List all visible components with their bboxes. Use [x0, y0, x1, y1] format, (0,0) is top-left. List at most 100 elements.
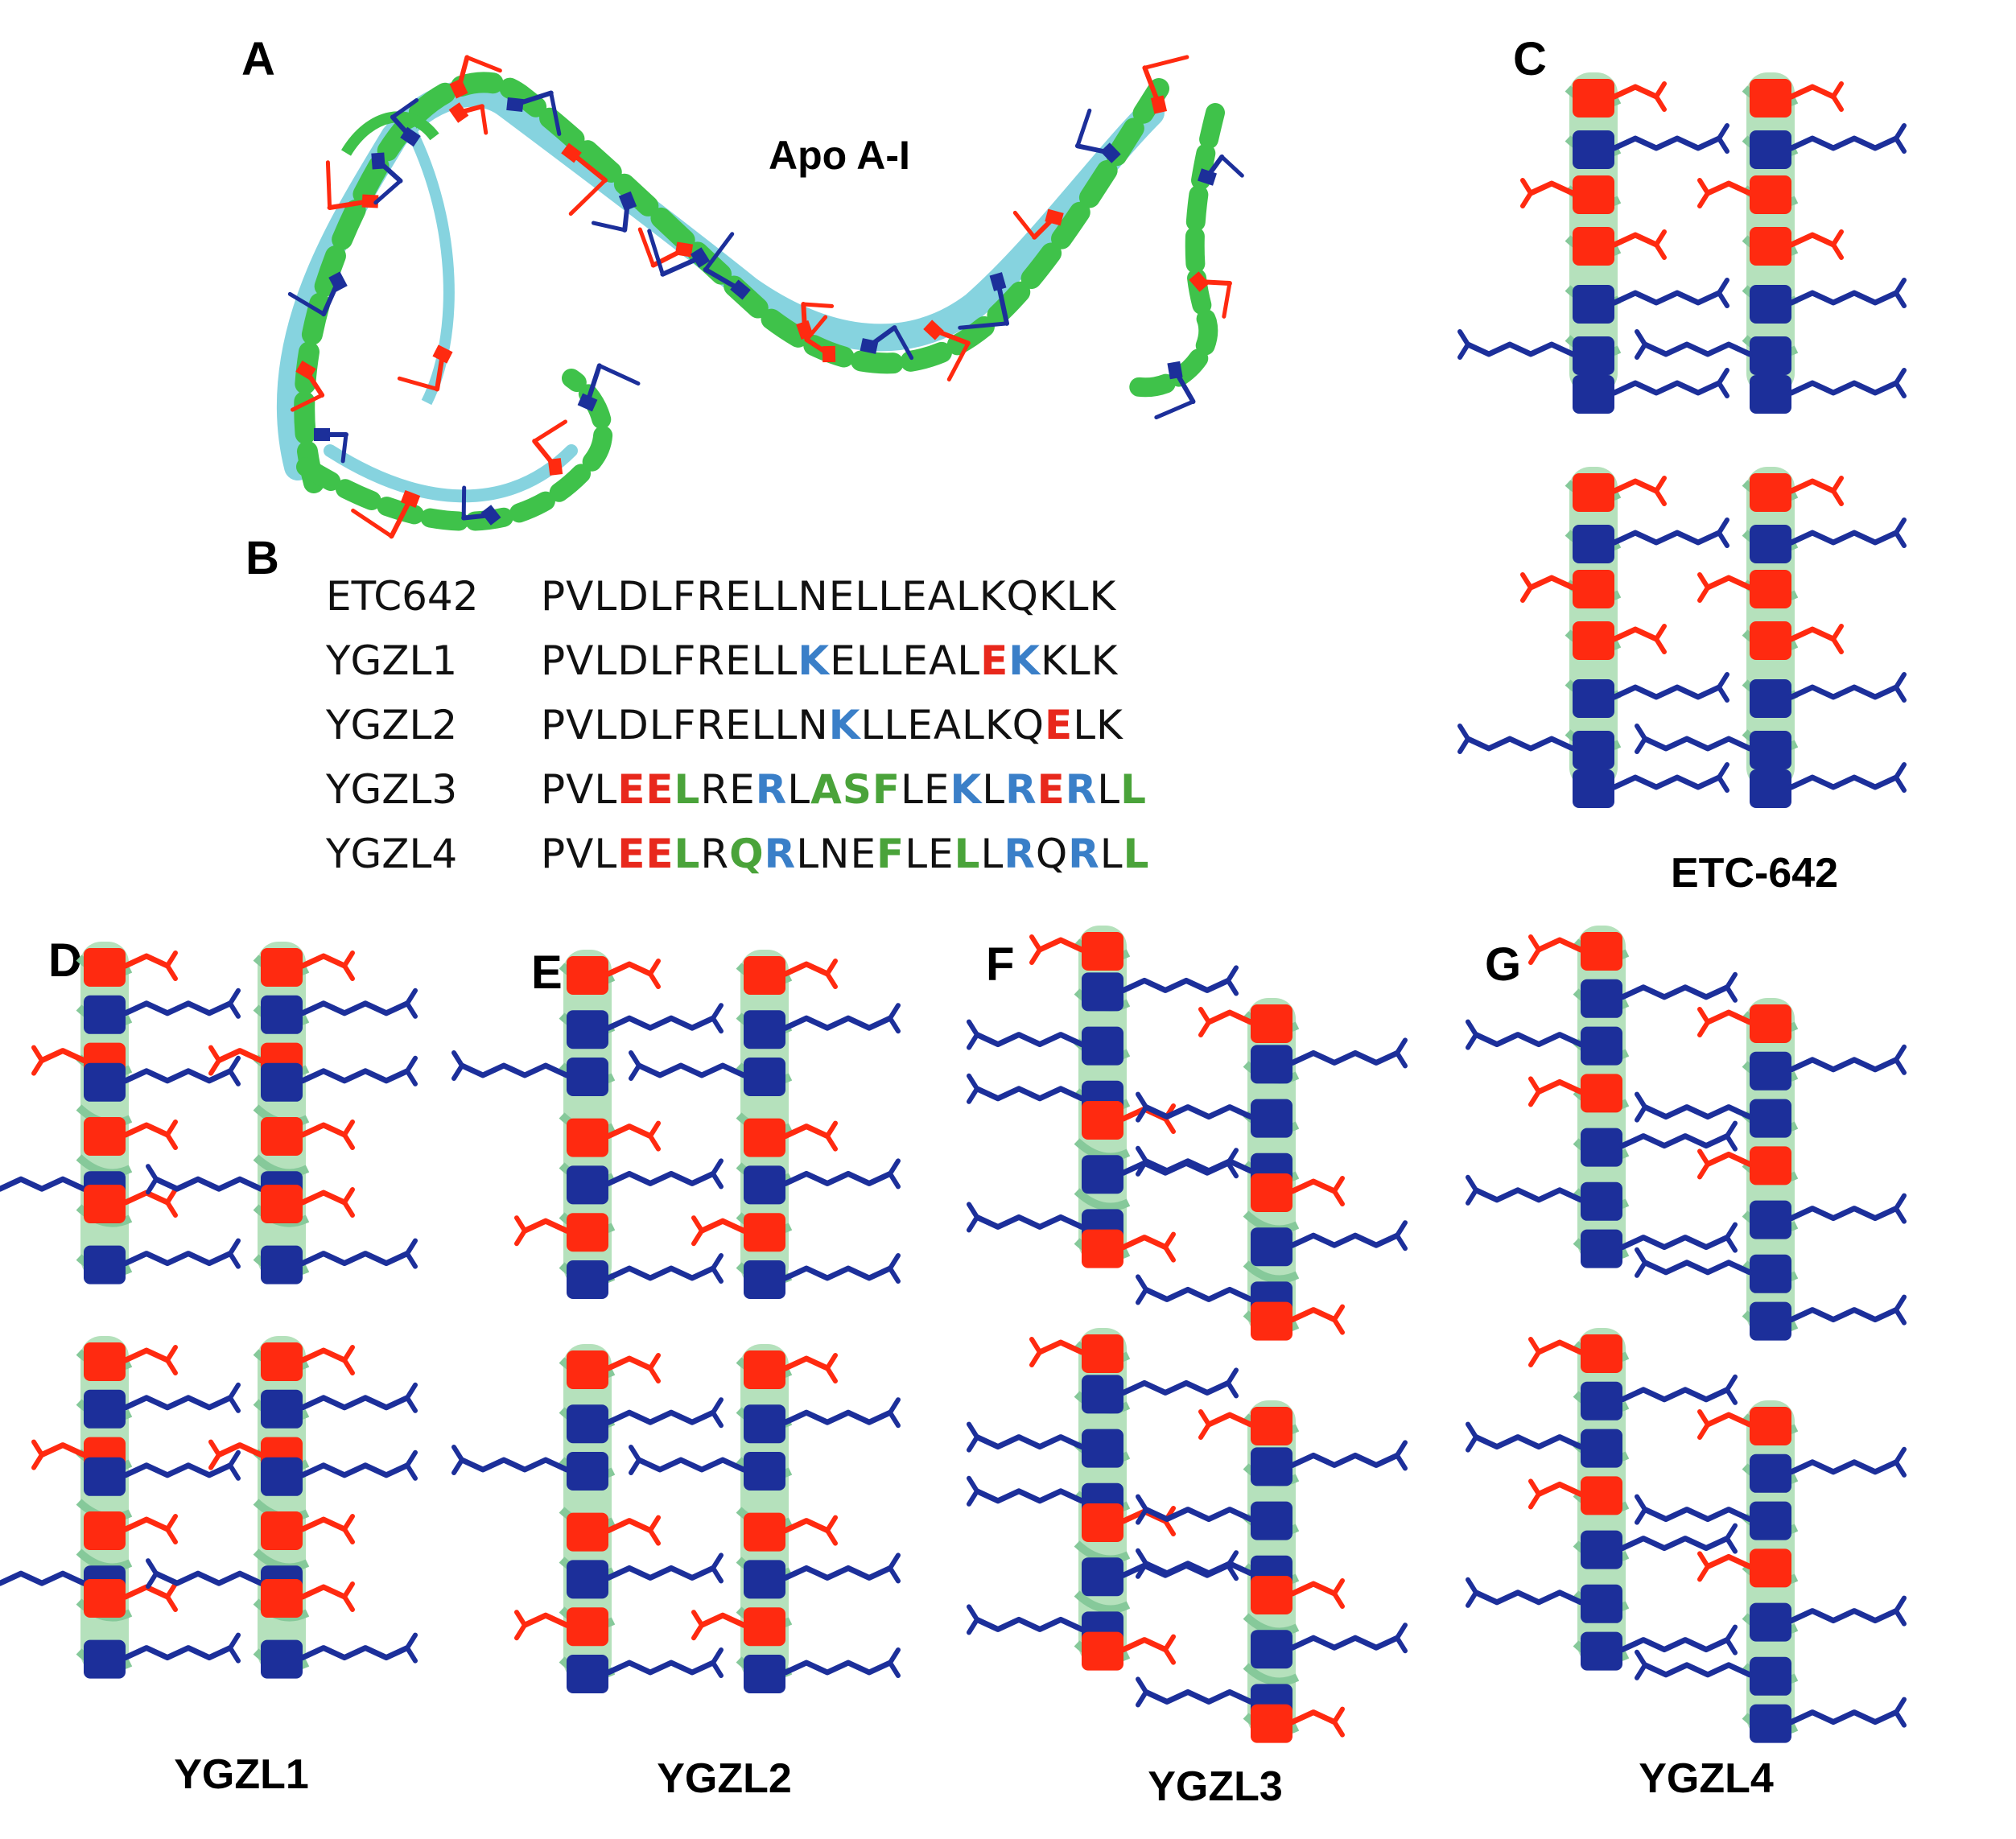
apo-sidechain [532, 419, 567, 443]
apo-residue-block [860, 338, 879, 354]
helix-sidechain-tip [405, 1055, 418, 1086]
helix-sidechain [522, 1612, 570, 1628]
helix-residue [84, 1342, 126, 1381]
helix-sidechain [605, 1660, 716, 1676]
helix-residue [1251, 1004, 1292, 1043]
helix-sidechain-tip [165, 1187, 178, 1218]
helix-sidechain-tip [342, 950, 355, 981]
helix-panel-c [1457, 72, 1907, 808]
apo-sidechain [389, 497, 413, 539]
helix-residue [1573, 679, 1614, 718]
helix-sidechain [1788, 1057, 1899, 1073]
helix [1635, 467, 1907, 808]
helix-residue [1573, 731, 1614, 769]
helix [1457, 72, 1729, 414]
helix-residue [1082, 1375, 1123, 1414]
helix [1635, 1400, 1907, 1743]
helix-sidechain-tip [1654, 476, 1667, 506]
helix-residue [1573, 79, 1614, 118]
helix-sidechain-tip [1528, 1076, 1541, 1107]
helix-sidechain-tip [1457, 724, 1470, 754]
helix-sidechain-tip [1466, 1174, 1478, 1206]
apo-helix-green-3 [1125, 103, 1225, 398]
helix-residue [744, 1213, 785, 1252]
helix-sidechain [1611, 774, 1722, 790]
helix-residue [1581, 1429, 1622, 1468]
helix-sidechain [1120, 977, 1231, 993]
apo-sidechain [958, 321, 1009, 330]
helix-sidechain [1611, 530, 1722, 546]
helix-sidechain [1536, 1481, 1584, 1497]
helix-residue [84, 948, 126, 987]
helix-residue [567, 1404, 608, 1444]
helix-residue [261, 1117, 303, 1156]
apo-residue-block [371, 152, 385, 170]
helix-sidechain-tip [1466, 1019, 1478, 1050]
helix-sidechain [1619, 1235, 1730, 1251]
helix-sidechain [605, 1265, 716, 1281]
helix [1635, 72, 1907, 414]
helix-sidechain [1120, 1637, 1169, 1653]
helix-residue [261, 1342, 303, 1381]
apo-sidechain [801, 302, 835, 308]
helix-sidechain [1788, 1608, 1899, 1624]
helix-turn [1243, 1260, 1300, 1284]
residue-segment: L [980, 831, 1004, 877]
helix-sidechain [1705, 1412, 1753, 1428]
apo-residue-block [506, 97, 524, 113]
residue-segment: R [755, 766, 788, 813]
helix [1457, 467, 1729, 808]
helix-sidechain-tip [888, 1647, 901, 1678]
residue-segment: LE [901, 766, 950, 813]
helix [1466, 1328, 1738, 1671]
helix-turn [1243, 1663, 1300, 1686]
residue-segment: E [980, 637, 1009, 684]
helix-residue [1573, 285, 1614, 324]
helix-residue [567, 1058, 608, 1096]
helix-sidechain-tip [967, 1073, 979, 1104]
helix-residue [1750, 375, 1791, 414]
apo-residue-block [1150, 95, 1168, 114]
residue-segment: L [982, 766, 1006, 813]
seq-ygzl2: PVLDLFRELLNKLLEALKQELK [541, 702, 1123, 748]
residue-segment: L [674, 831, 701, 877]
helix-residue [567, 1118, 608, 1157]
helix-residue [1251, 1447, 1292, 1486]
apo-sidechain [893, 325, 914, 361]
helix-sidechain-tip [967, 1019, 979, 1050]
seq-etc642: PVLDLFRELLNELLEALKQKLK [541, 573, 1116, 620]
helix-residue [261, 1639, 303, 1679]
helix-sidechain-tip [888, 1003, 901, 1034]
panel-label-c: C [1513, 33, 1547, 85]
helix-residue [1251, 1045, 1292, 1084]
helix-sidechain [1619, 984, 1730, 1000]
helix-sidechain-tip [967, 1202, 979, 1233]
helix-sidechain [1788, 684, 1899, 700]
residue-segment: F [876, 831, 905, 877]
helix-residue [744, 1165, 785, 1205]
helix [1136, 998, 1408, 1341]
helix [451, 950, 724, 1299]
apo-sidechain [1142, 55, 1189, 70]
helix-sidechain [1289, 1452, 1400, 1468]
helix-sidechain-tip [1395, 1440, 1408, 1471]
helix-sidechain-tip [342, 1345, 355, 1375]
helix-sidechain-tip [1717, 762, 1729, 793]
helix-sidechain [1705, 1151, 1753, 1167]
helix-sidechain [122, 1122, 171, 1138]
helix-sidechain-tip [146, 1164, 159, 1195]
helix-sidechain [299, 1068, 410, 1084]
helix-sidechain [1289, 1581, 1338, 1597]
seq-ygzl3: PVLEELRERLASFLEKLRERLL [541, 766, 1147, 813]
helix-sidechain [699, 1612, 747, 1628]
panel-label-a: A [241, 33, 275, 85]
helix-sidechain [782, 1170, 893, 1186]
helix-sidechain [1788, 1709, 1899, 1726]
helix-residue [1750, 1501, 1791, 1540]
residue-segment: LK [1073, 702, 1123, 748]
helix-sidechain [1206, 1412, 1254, 1428]
helix-sidechain-tip [1136, 1676, 1148, 1708]
panel-label-g: G [1485, 938, 1522, 991]
helix-panel-f [967, 926, 1408, 1743]
helix-sidechain [1037, 937, 1085, 953]
